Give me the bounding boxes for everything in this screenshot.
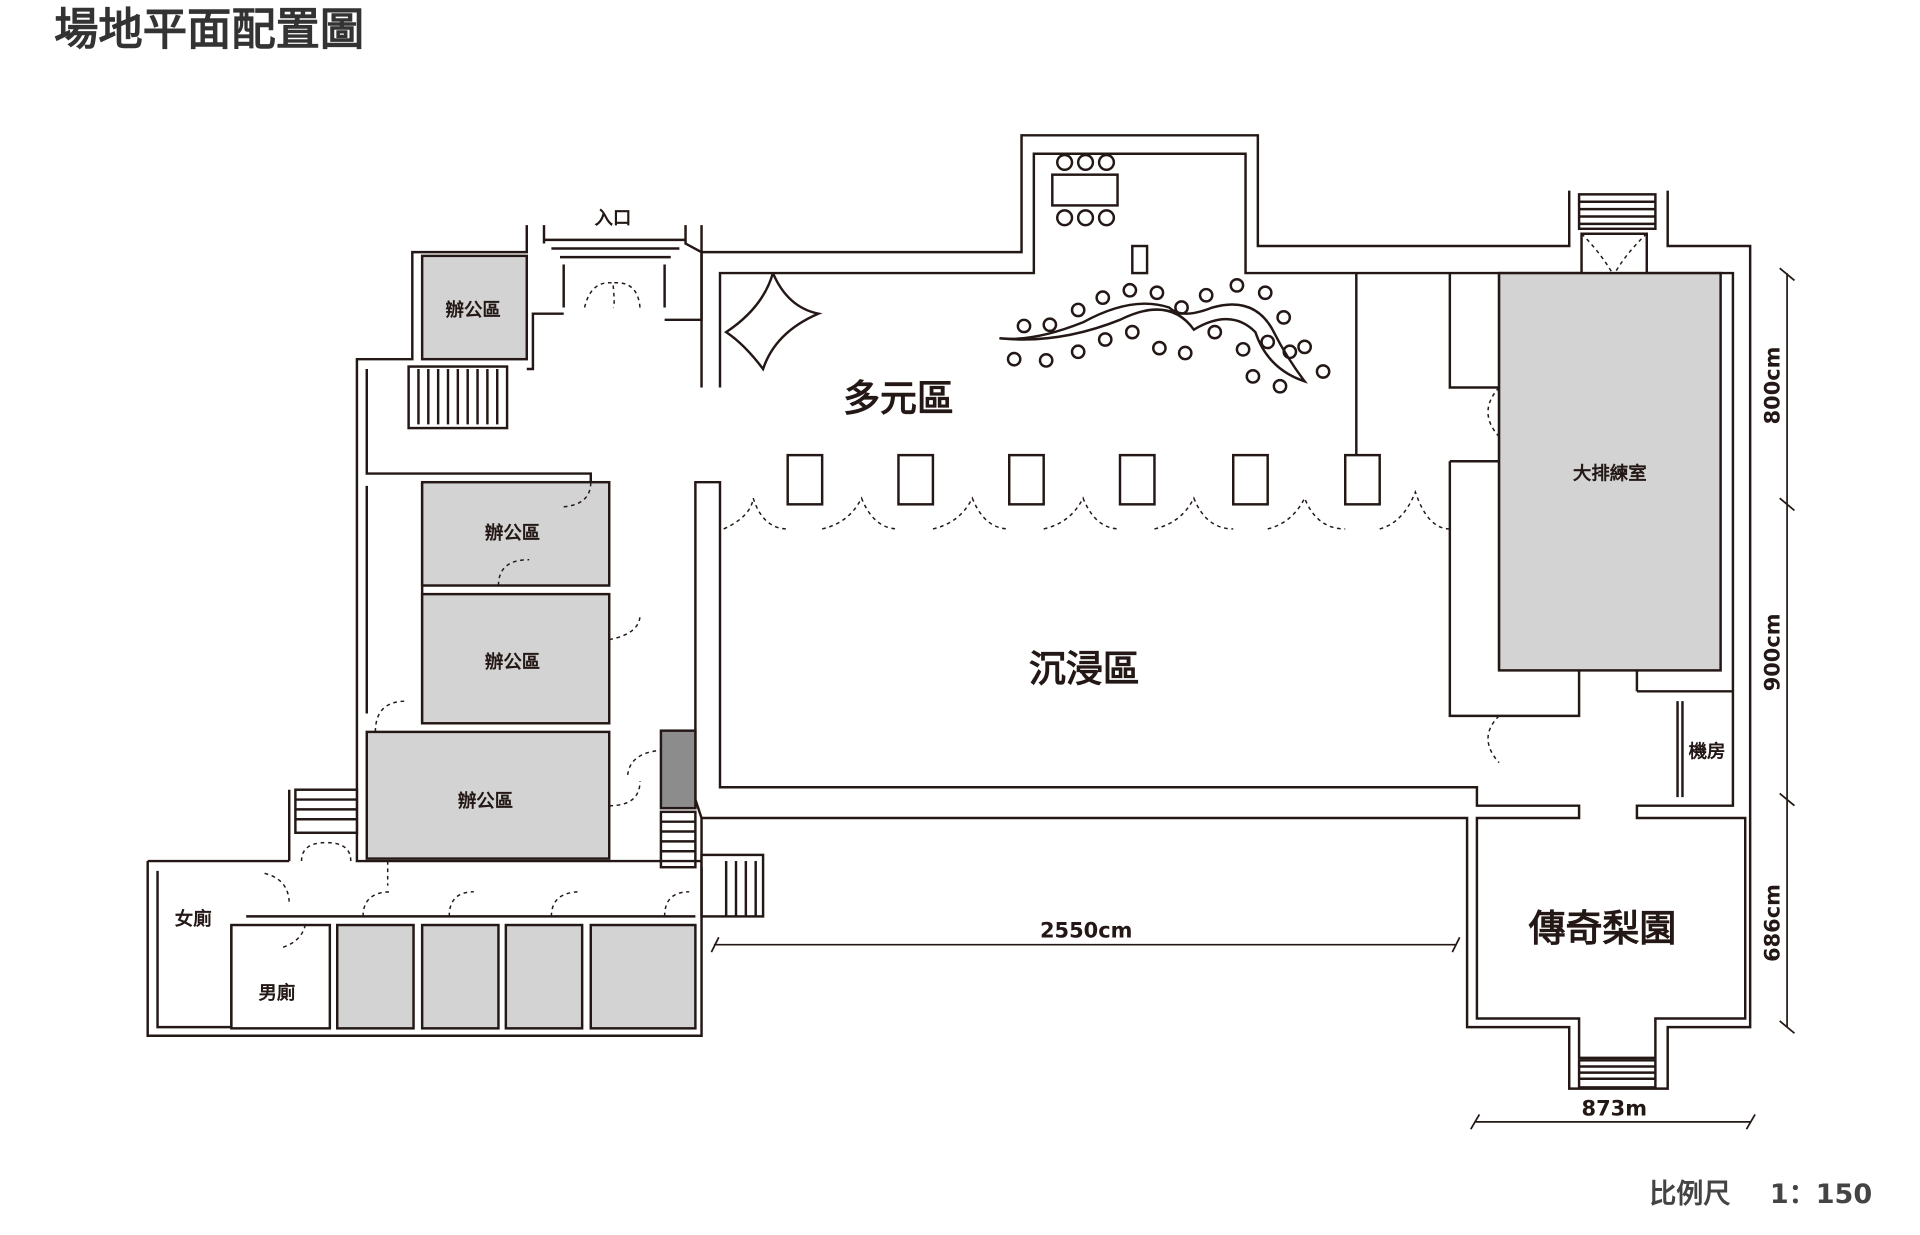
office-label: 辦公區 — [485, 522, 540, 544]
room-office-2[interactable] — [420, 480, 611, 587]
room-small-3[interactable] — [504, 923, 584, 1030]
room-small-2[interactable] — [420, 923, 500, 1030]
entrance-label: 入口 — [594, 208, 631, 229]
machine-room-label: 機房 — [1689, 741, 1726, 763]
dimension-800: 800cm — [1761, 347, 1785, 425]
seats — [1006, 153, 1331, 394]
dimension-686: 686cm — [1761, 884, 1785, 962]
multi-zone-label: 多元區 — [843, 377, 954, 420]
room-men-toilet[interactable] — [230, 923, 332, 1030]
dimension-lines — [710, 267, 1796, 1130]
stairs-icon — [700, 853, 765, 918]
stairs-icon — [288, 788, 359, 862]
dimension-900: 900cm — [1761, 613, 1785, 691]
stairs-icon — [659, 810, 697, 869]
river-path — [999, 302, 1308, 384]
office-label: 辦公區 — [458, 790, 513, 812]
rehearsal-label: 大排練室 — [1573, 463, 1647, 485]
entrance-wall — [355, 225, 703, 863]
room-rehearsal[interactable] — [1497, 271, 1722, 672]
stairs-icon — [407, 365, 509, 430]
room-office-4[interactable] — [365, 730, 611, 860]
office-label: 辦公區 — [485, 651, 540, 673]
page-title: 場地平面配置圖 — [54, 4, 364, 55]
toilet-wall — [146, 859, 703, 1037]
men-toilet-label: 男廁 — [258, 982, 295, 1004]
room-office-3[interactable] — [420, 592, 611, 725]
women-toilet-label: 女廁 — [175, 908, 212, 930]
room-small-4[interactable] — [589, 923, 697, 1030]
inner-wall — [694, 152, 1747, 1060]
stairs-icon — [1577, 193, 1657, 1089]
room-small-1[interactable] — [336, 923, 415, 1030]
entrance-stairs-icon — [544, 238, 686, 308]
scale-value: 1：150 — [1770, 1179, 1872, 1210]
stage-shape — [723, 272, 823, 372]
dark-block — [659, 729, 697, 810]
dimension-2550: 2550cm — [1040, 918, 1132, 942]
legend-garden-label: 傳奇梨園 — [1528, 907, 1677, 950]
columns — [786, 453, 1381, 506]
scale-label: 比例尺 — [1649, 1179, 1730, 1210]
office-label: 辦公區 — [446, 299, 501, 321]
curtain-arcs — [723, 489, 1450, 530]
dimension-873: 873m — [1582, 1097, 1647, 1121]
immersive-zone-label: 沉浸區 — [1029, 647, 1140, 690]
room-office-1[interactable] — [420, 254, 528, 361]
